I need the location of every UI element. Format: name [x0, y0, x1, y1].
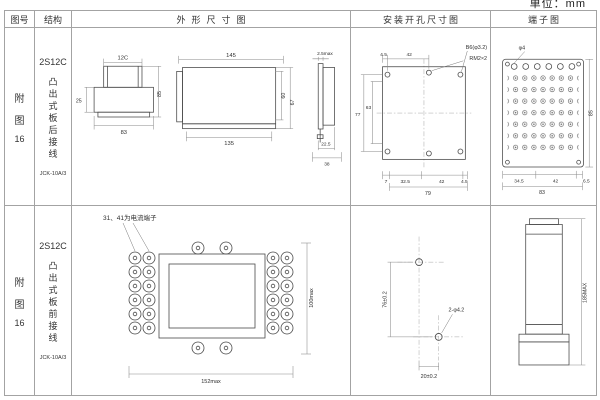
fig-char: 附 — [14, 93, 25, 105]
dim-outer-height: 67 — [290, 99, 296, 105]
dim-top-width: 12C — [118, 55, 129, 61]
fig-char: 图 — [14, 299, 25, 311]
dim-pitch2: 42 — [438, 179, 444, 185]
header-mounting: 安装开孔尺寸图 — [351, 11, 491, 28]
outline-edge-view-drawing: 2.5max 22.5 38 — [312, 51, 342, 168]
edge-view-geometry — [316, 63, 335, 143]
terminal-panel-drawing: φ4 34.5 42 6.5 83 85 — [501, 45, 594, 195]
dim-terminal-pitch2: 42 — [552, 178, 558, 184]
dim-hole-pitch-top: 42 — [406, 51, 412, 57]
dim-total-width: 79 — [424, 190, 430, 196]
dim-terminal-hole-dia: φ4 — [518, 45, 524, 51]
dim-terminal-pitch1: 34.5 — [514, 178, 524, 184]
header-structure: 结构 — [35, 11, 72, 28]
terminal-drawing-row1: φ4 34.5 42 6.5 83 85 — [491, 28, 596, 206]
front-wiring-geometry — [128, 241, 294, 354]
fig-number-row2: 附 图 16 — [5, 206, 35, 395]
dim-depth2: 38 — [324, 162, 330, 168]
structure-row1: 2S12C 凸出式板后接线 JCK-10A/3 — [35, 28, 72, 206]
dim-body-length: 135 — [224, 141, 234, 147]
outline-side-view-drawing: 145 60 67 135 — [176, 52, 296, 147]
hole-spec-label: B6(φ3.2) — [465, 45, 486, 51]
mounting-geometry — [376, 58, 471, 167]
relay-type-code: JCK-10A/3 — [39, 354, 67, 361]
side-view-dimensions — [178, 55, 294, 141]
front-wiring-view-drawing: 31、41为电流端子 152max 100max — [103, 213, 315, 385]
dimension-table: 图号 结构 外形尺寸图 安装开孔尺寸图 端子图 附 图 16 2S12C 凸出式… — [4, 10, 597, 396]
header-terminal: 端子图 — [491, 11, 596, 28]
dim-vertical-pitch: 76±0.2 — [382, 291, 388, 307]
model-code: 2S12C — [39, 240, 67, 251]
mounting-dimensions — [360, 50, 468, 191]
dim-total-height-max: 100max — [309, 287, 315, 307]
front-view-dimensions — [84, 58, 162, 129]
dim-offset-left: 7 — [384, 179, 387, 185]
panel-cutout-drawing: 76±0.2 2-φ4.2 20±0.2 — [382, 236, 464, 380]
terminal-side-view-drawing: 185MAX — [518, 218, 588, 366]
dim-overall-height-max: 185MAX — [582, 282, 588, 303]
front-wiring-dimensions — [122, 222, 311, 378]
relay-type-code: JCK-10A/3 — [39, 170, 67, 177]
terminal-panel-geometry — [501, 58, 584, 167]
fig-number-row1: 附 图 16 — [5, 28, 35, 206]
front-view-geometry — [93, 65, 154, 117]
mounting-drawing-row1: 4.5 42 B6(φ3.2) RM2×2 77 63 7 32.5 42 4.… — [351, 28, 491, 206]
unit-label: 单位：mm — [529, 0, 586, 10]
mounting-hole-drawing: 4.5 42 B6(φ3.2) RM2×2 77 63 7 32.5 42 4.… — [354, 45, 487, 197]
header-fig-no: 图号 — [5, 11, 35, 28]
edge-view-dimensions — [312, 56, 342, 162]
cutout-dimensions — [387, 261, 453, 371]
mounting-description: 凸出式板前接线 — [47, 260, 58, 345]
current-terminal-note: 31、41为电流端子 — [103, 213, 157, 222]
outline-front-view-drawing: 12C 25 83 85 — [76, 55, 163, 136]
outline-drawing-row2: 31、41为电流端子 152max 100max — [72, 206, 351, 395]
dim-side-step: 25 — [76, 98, 82, 104]
fig-char: 图 — [14, 115, 25, 127]
dim-terminal-total-width: 83 — [539, 189, 545, 195]
dim-height-inner: 63 — [365, 105, 371, 111]
dim-inner-height: 60 — [281, 92, 287, 98]
holes-spec-label: 2-φ4.2 — [448, 307, 464, 313]
dim-terminal-edge: 6.5 — [583, 178, 590, 184]
side-view-geometry — [176, 66, 277, 129]
dim-terminal-height: 85 — [588, 110, 594, 116]
dim-panel-gap: 2.5max — [317, 51, 333, 57]
model-code: 2S12C — [39, 56, 67, 67]
cutout-geometry — [396, 236, 464, 361]
thread-spec-label: RM2×2 — [469, 55, 487, 61]
structure-row2: 2S12C 凸出式板前接线 JCK-10A/3 — [35, 206, 72, 395]
dim-depth1: 22.5 — [321, 141, 331, 147]
dim-pitch1: 32.5 — [400, 179, 410, 185]
terminal-side-dimensions — [557, 218, 585, 366]
terminal-drawing-row2: 185MAX — [491, 206, 596, 395]
dim-height: 85 — [157, 91, 163, 97]
dim-total-length: 145 — [226, 52, 236, 58]
dim-edge-offset-top: 4.5 — [380, 51, 387, 57]
mounting-description: 凸出式板后接线 — [47, 76, 58, 161]
fig-number: 16 — [14, 317, 25, 328]
dim-edge-offset-bottom: 4.5 — [460, 179, 467, 185]
dim-horizontal-offset: 20±0.2 — [420, 374, 436, 380]
fig-char: 附 — [14, 277, 25, 289]
fig-number: 16 — [14, 133, 25, 144]
dim-total-width-max: 152max — [201, 379, 221, 385]
header-outline: 外形尺寸图 — [72, 11, 351, 28]
mounting-drawing-row2: 76±0.2 2-φ4.2 20±0.2 — [351, 206, 491, 395]
terminal-side-geometry — [518, 218, 569, 366]
outline-drawings-row1: 12C 25 83 85 — [72, 28, 351, 206]
dim-base-width: 83 — [121, 130, 127, 136]
dim-height-outer: 77 — [354, 112, 360, 118]
terminal-panel-dimensions — [501, 50, 593, 190]
